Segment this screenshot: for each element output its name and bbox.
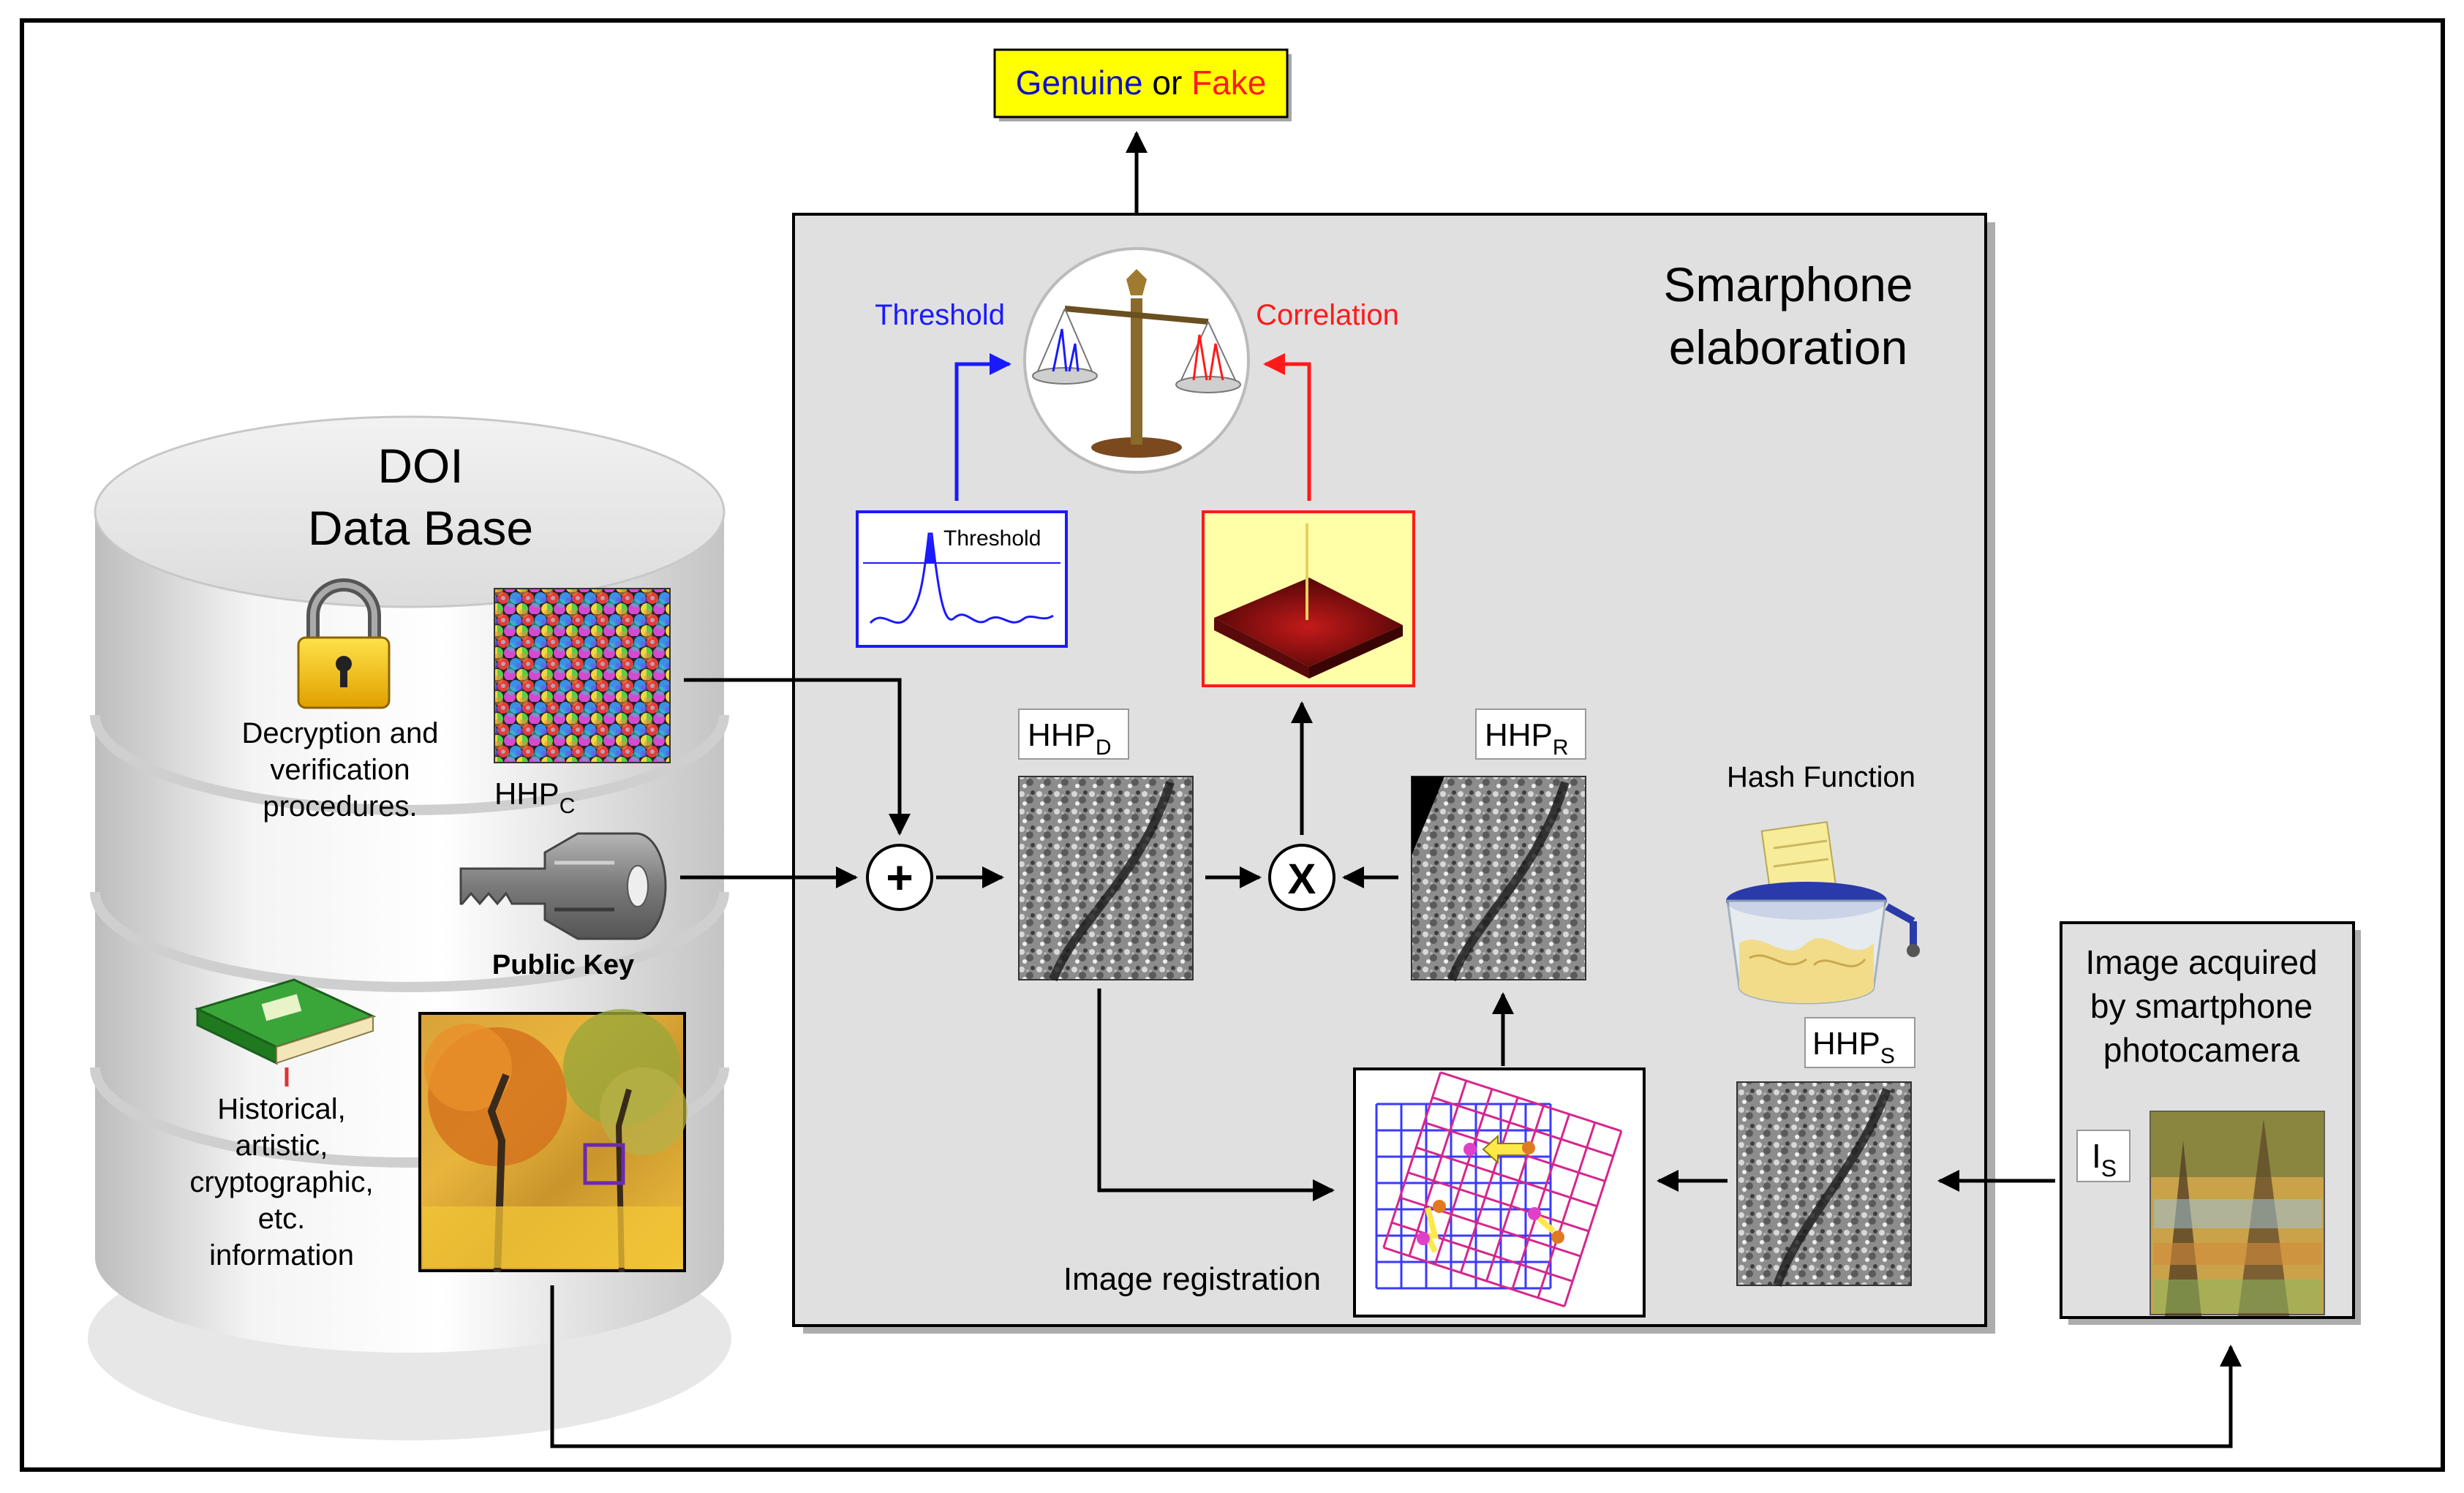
hhp-c-subscript: C — [560, 794, 576, 818]
svg-text:HHPS: HHPS — [1812, 1026, 1895, 1068]
svg-text:HHPC: HHPC — [494, 776, 575, 818]
plus-node: + — [866, 844, 933, 911]
info-line2: artistic, — [236, 1130, 328, 1162]
hhp-r-block: HHPR — [1411, 708, 1586, 982]
svg-text:HHPD: HHPD — [1028, 717, 1112, 760]
smartphone-title-line1: Smarphone — [1663, 257, 1913, 311]
decryption-line2: verification — [270, 754, 410, 786]
genuine-label: Genuine — [1016, 64, 1143, 102]
hhp-d-image — [1018, 776, 1194, 980]
hhp-r-label: HHP — [1485, 717, 1553, 753]
hhp-d-subscript: D — [1096, 736, 1112, 760]
database-title-line2: Data Base — [308, 501, 533, 555]
decryption-line3: procedures. — [263, 790, 417, 823]
hhp-s-label: HHP — [1812, 1026, 1880, 1062]
correlation-plot — [1202, 510, 1415, 687]
threshold-plot-label: Threshold — [943, 526, 1041, 551]
output-box: Genuine or Fake — [993, 48, 1292, 121]
outer-frame — [20, 18, 2445, 1472]
shredder-icon — [1726, 821, 1920, 1005]
svg-text:Genuine or Fake: Genuine or Fake — [1016, 64, 1267, 102]
info-line4: etc. — [258, 1203, 305, 1235]
hhp-c-label: HHP — [494, 776, 560, 811]
public-key-label: Public Key — [492, 950, 634, 980]
or-label: or — [1143, 64, 1191, 102]
artwork-painting — [418, 1009, 687, 1273]
threshold-plot: Threshold — [856, 510, 1068, 648]
arrow-hhpd-to-registration — [1097, 989, 1335, 1201]
database-title-line1: DOI — [377, 439, 463, 493]
acquired-panel: Image acquired by smartphone photocamera… — [2060, 921, 2361, 1325]
registration-grid — [1353, 1067, 1646, 1318]
acquired-photo — [2150, 1111, 2325, 1316]
info-line1: Historical, — [217, 1093, 346, 1125]
correlation-label: Correlation — [1256, 299, 1399, 331]
info-line5: information — [209, 1239, 354, 1271]
info-line3: cryptographic, — [189, 1166, 373, 1198]
acquired-line3: photocamera — [2103, 1031, 2300, 1069]
acquired-line1: Image acquired — [2085, 943, 2317, 981]
hhp-s-image — [1736, 1081, 1912, 1286]
decryption-line1: Decryption and — [241, 717, 438, 749]
book-icon — [194, 978, 377, 1086]
arrow-threshold-to-scale — [954, 353, 1011, 501]
svg-text:IS: IS — [2092, 1137, 2117, 1182]
arrow-painting-to-acquired — [550, 1285, 2242, 1448]
hhp-r-subscript: R — [1553, 736, 1569, 760]
lock-icon — [297, 578, 391, 709]
smartphone-title-line2: elaboration — [1669, 320, 1908, 374]
key-icon — [459, 832, 667, 940]
image-registration-label: Image registration — [1063, 1261, 1321, 1297]
acquired-line2: by smartphone — [2090, 987, 2313, 1025]
multiply-node: X — [1268, 844, 1335, 911]
threshold-label: Threshold — [875, 299, 1005, 331]
fake-label: Fake — [1191, 64, 1266, 102]
arrow-correlation-to-scale — [1263, 353, 1311, 501]
hhp-s-subscript: S — [1880, 1044, 1895, 1068]
plus-symbol: + — [886, 851, 913, 904]
hash-function-label: Hash Function — [1727, 761, 1915, 793]
hhp-c-image — [494, 588, 671, 763]
balance-scale — [1023, 247, 1250, 474]
arrow-hhpc-to-plus — [684, 678, 911, 836]
is-subscript: S — [2101, 1155, 2117, 1182]
svg-text:HHPR: HHPR — [1485, 717, 1569, 760]
hhp-d-label: HHP — [1028, 717, 1096, 753]
multiply-symbol: X — [1288, 855, 1316, 903]
hhp-s-block: HHPS — [1736, 1017, 1915, 1287]
is-label: I — [2092, 1137, 2101, 1175]
hhp-d-block: HHPD — [1018, 708, 1194, 982]
